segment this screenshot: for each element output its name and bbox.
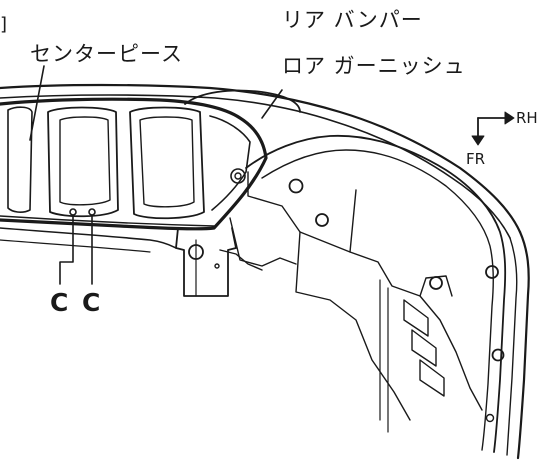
direction-indicator bbox=[471, 111, 515, 146]
label-rh: RH bbox=[516, 109, 538, 127]
leader-lines bbox=[29, 65, 283, 285]
leader-rear-bumper bbox=[261, 89, 283, 119]
label-rear-bumper-line1: リア バンパー bbox=[282, 8, 423, 32]
arrow-fr-icon bbox=[471, 135, 485, 146]
label-rear-bumper-line2: ロア ガーニッシュ bbox=[282, 54, 466, 78]
arrow-rh-icon bbox=[504, 111, 515, 125]
label-clip-left: C bbox=[50, 288, 69, 317]
label-fr: FR bbox=[466, 150, 486, 168]
rear-bumper-lower-garnish bbox=[0, 83, 530, 460]
label-center-piece: センターピース bbox=[30, 42, 183, 66]
center-piece bbox=[0, 97, 268, 231]
leader-center-piece bbox=[29, 65, 45, 141]
bracket-mark: ] bbox=[0, 14, 8, 35]
leader-clip-left bbox=[59, 215, 74, 285]
label-clip-right: C bbox=[82, 288, 101, 317]
